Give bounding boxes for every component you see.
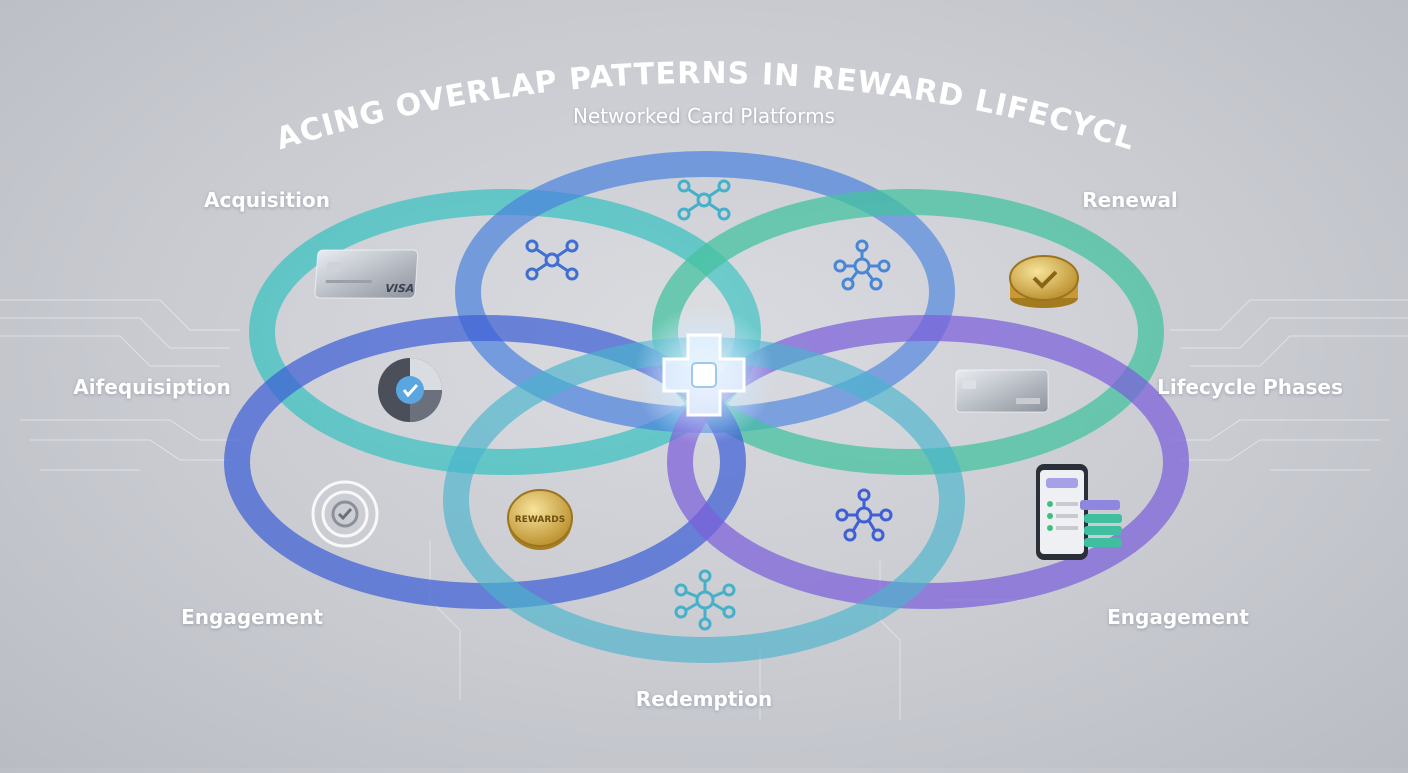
hub-cross-icon xyxy=(634,305,774,445)
rewards-coin-icon: REWARDS xyxy=(507,489,573,550)
ring-purple-engagement xyxy=(667,315,1189,609)
mobile-app-icon xyxy=(1036,464,1122,560)
diagram-subtitle: Networked Card Platforms xyxy=(572,104,836,128)
label-engagement-left: Engagement xyxy=(181,605,323,629)
label-aifequisiption: Aifequisiption xyxy=(73,375,231,399)
credit-card-icon-2 xyxy=(955,369,1049,413)
pie-check-icon xyxy=(378,358,442,422)
label-engagement-right: Engagement xyxy=(1107,605,1249,629)
circuit-lines-right xyxy=(1170,299,1408,471)
label-lifecycle-phases: Lifecycle Phases xyxy=(1157,375,1343,399)
network-node-icon xyxy=(525,179,893,631)
label-acquisition: Acquisition xyxy=(204,188,330,212)
svg-text:REWARDS: REWARDS xyxy=(515,515,565,525)
diagram-title: TRACING OVERLAP PATTERNS IN REWARD LIFEC… xyxy=(0,0,1139,158)
label-renewal: Renewal xyxy=(1082,188,1178,212)
target-check-icon xyxy=(311,480,379,548)
label-redemption: Redemption xyxy=(635,687,773,711)
circuit-lines-left xyxy=(0,299,240,471)
ring-blue-engagement xyxy=(224,315,746,609)
credit-card-icon: VISA xyxy=(314,249,419,299)
svg-text:VISA: VISA xyxy=(385,282,415,295)
gold-coin-check-icon xyxy=(1009,255,1079,308)
